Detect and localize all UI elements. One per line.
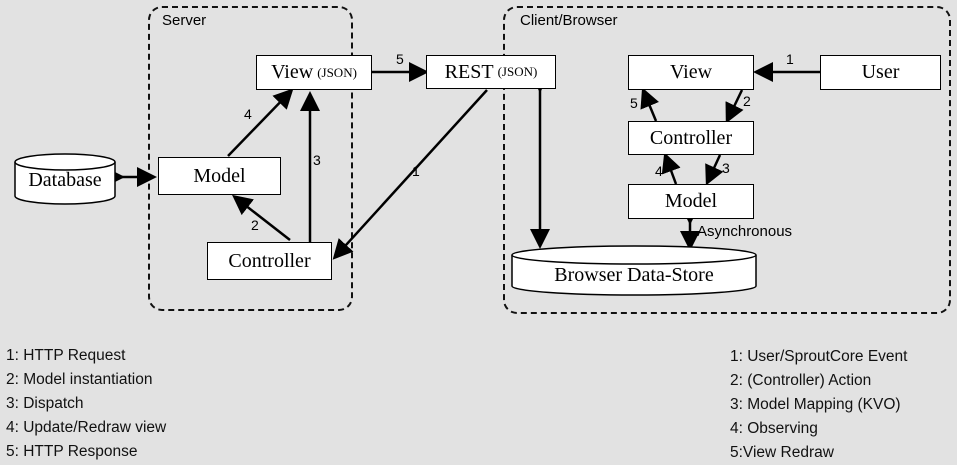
arrow-server-controller-to-model bbox=[232, 194, 291, 241]
num-server-controller-to-model: 2 bbox=[251, 217, 259, 233]
server-view-box: View (JSON) bbox=[256, 55, 372, 90]
async-label: Asynchronous bbox=[697, 223, 793, 240]
arrow-client-controller-to-model bbox=[705, 154, 724, 186]
user-box: User bbox=[820, 55, 941, 90]
client-legend-item: 2: (Controller) Action bbox=[730, 372, 872, 389]
client-legend-item: 4: Observing bbox=[730, 420, 818, 437]
client-controller-label: Controller bbox=[649, 126, 733, 149]
num-server-controller-to-view: 3 bbox=[313, 152, 321, 168]
client-model-label: Model bbox=[664, 190, 718, 212]
server-legend-item: 2: Model instantiation bbox=[6, 371, 153, 388]
server-model-box: Model bbox=[158, 157, 281, 195]
client-legend-item: 3: Model Mapping (KVO) bbox=[730, 396, 901, 413]
server-legend-item: 4: Update/Redraw view bbox=[6, 419, 167, 436]
server-model-label: Model bbox=[193, 164, 246, 187]
client-view-label: View bbox=[669, 61, 713, 83]
arrow-client-view-to-controller bbox=[725, 89, 744, 124]
num-client-model-to-controller: 4 bbox=[655, 163, 663, 179]
datastore-cylinder bbox=[511, 245, 757, 296]
server-legend-item: 1: HTTP Request bbox=[6, 347, 126, 364]
client-model-box: Model bbox=[628, 184, 754, 219]
datastore-label: Browser Data-Store bbox=[554, 263, 714, 286]
num-user-to-view: 1 bbox=[786, 51, 794, 67]
server-controller-box: Controller bbox=[207, 242, 332, 280]
server-legend: 1: HTTP Request 2: Model instantiation 3… bbox=[6, 344, 166, 464]
rest-box: REST (JSON) bbox=[426, 55, 556, 89]
server-legend-item: 5: HTTP Response bbox=[6, 443, 138, 460]
user-label: User bbox=[861, 61, 900, 83]
num-client-controller-to-model: 3 bbox=[722, 160, 730, 176]
rest-label: REST bbox=[444, 60, 494, 83]
arrow-rest-to-controller bbox=[332, 89, 488, 260]
server-view-sublabel: (JSON) bbox=[317, 64, 357, 80]
num-client-view-to-controller: 2 bbox=[743, 93, 751, 109]
database-label: Database bbox=[28, 168, 102, 191]
num-server-model-to-view: 4 bbox=[244, 106, 252, 122]
rest-sublabel: (JSON) bbox=[497, 64, 538, 79]
server-group-title: Server bbox=[162, 12, 207, 29]
client-view-box: View bbox=[628, 55, 754, 90]
server-legend-item: 3: Dispatch bbox=[6, 395, 84, 412]
server-controller-label: Controller bbox=[228, 249, 311, 272]
num-view-to-rest: 5 bbox=[396, 51, 404, 67]
server-group bbox=[148, 6, 353, 311]
arrow-server-model-to-view bbox=[227, 88, 294, 157]
client-legend-item: 5:View Redraw bbox=[730, 444, 834, 461]
client-controller-box: Controller bbox=[628, 121, 754, 155]
client-group bbox=[503, 6, 951, 314]
arrow-client-controller-to-view bbox=[640, 87, 659, 122]
client-group-title: Client/Browser bbox=[520, 12, 618, 29]
num-rest-to-controller: 1 bbox=[412, 163, 420, 179]
server-view-label: View bbox=[271, 61, 314, 83]
num-client-controller-to-view: 5 bbox=[630, 95, 638, 111]
arrow-client-model-to-controller bbox=[661, 152, 681, 185]
client-legend: 1: User/SproutCore Event 2: (Controller)… bbox=[730, 345, 907, 465]
database-cylinder bbox=[14, 153, 116, 205]
client-legend-item: 1: User/SproutCore Event bbox=[730, 348, 908, 365]
